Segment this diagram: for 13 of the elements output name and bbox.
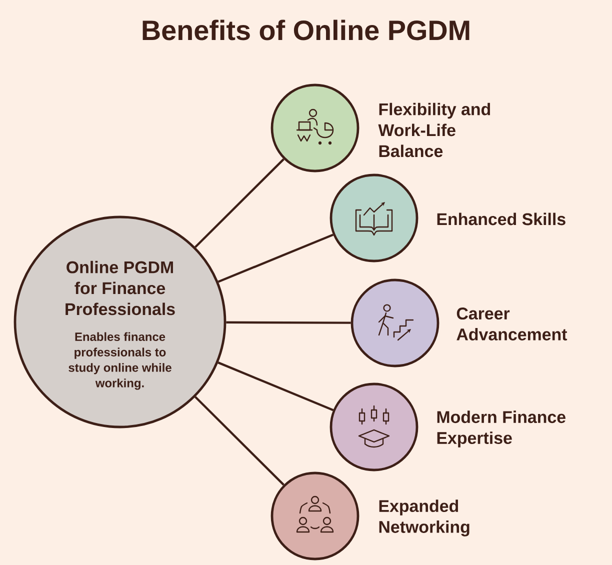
hub-heading: Online PGDM for Finance Professionals	[66, 260, 175, 316]
hub-description: Enables finance professionals to study online while working.	[68, 332, 172, 390]
connector-line	[194, 396, 284, 486]
connector-line	[194, 158, 284, 248]
benefit-label: Expanded Networking	[379, 500, 470, 536]
connector-line	[218, 362, 334, 412]
title: Benefits of Online PGDM	[142, 20, 470, 40]
benefit-label: Career Advancement	[456, 308, 568, 340]
benefit-label: Modern Finance Expertise	[437, 410, 566, 448]
connector-line	[226, 321, 351, 324]
connector-line	[218, 234, 334, 283]
benefit-label: Flexibility and Work-Life Balance	[378, 102, 490, 158]
benefit-label: Enhanced Skills	[437, 212, 566, 226]
